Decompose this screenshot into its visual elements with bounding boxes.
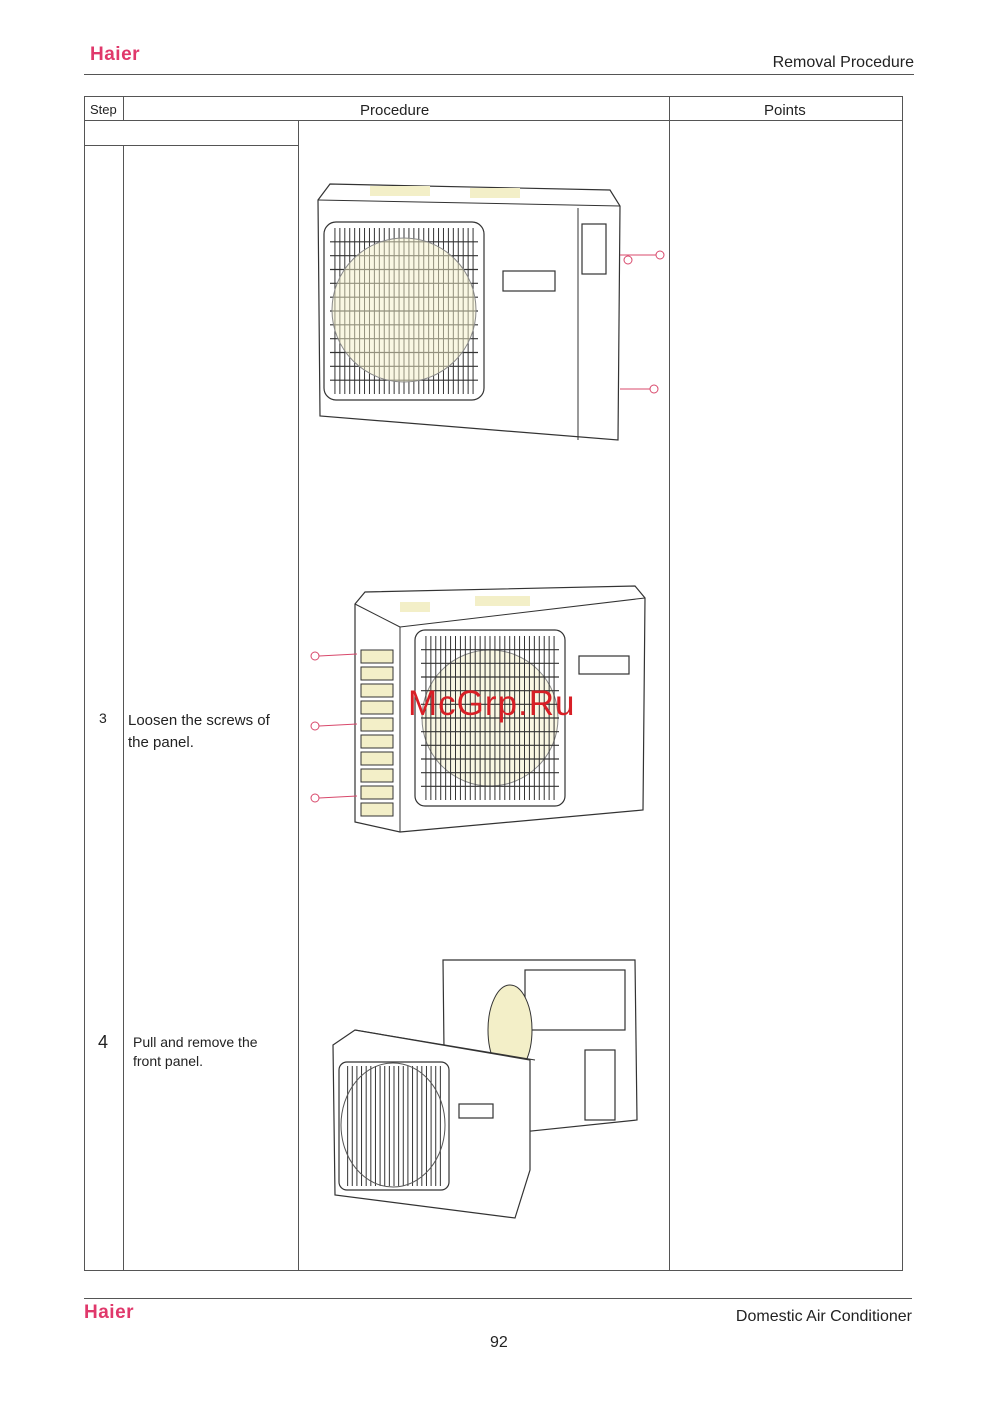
outdoor-unit-front-screws-figure: /*grid drawn below*/ — [317, 183, 665, 441]
step-text-4: Pull and remove the front panel. — [133, 1034, 258, 1069]
footer-title: Domestic Air Conditioner — [735, 1308, 912, 1325]
screw-icons — [310, 651, 358, 803]
header-procedure: Procedure — [360, 102, 430, 119]
outdoor-unit-side-screws-figure — [310, 585, 646, 833]
fan-grille — [421, 636, 559, 800]
page-number: 92 — [490, 1334, 508, 1351]
screw-icons — [620, 250, 665, 394]
section-title: Removal Procedure — [772, 54, 914, 71]
header-logo: Haier — [90, 44, 141, 65]
step-number-4: 4 — [98, 1032, 109, 1052]
step-number-3: 3 — [99, 710, 107, 726]
side-louvres — [360, 649, 394, 817]
step-text-3: Loosen the screws of the panel. — [128, 712, 270, 751]
header-step: Step — [90, 102, 117, 117]
header-rule — [84, 74, 914, 75]
fan-grille — [347, 1066, 441, 1186]
front-panel-removal-figure — [332, 959, 638, 1219]
watermark: McGrp.Ru — [408, 684, 576, 723]
footer-logo: Haier — [84, 1302, 135, 1323]
footer-rule — [84, 1298, 912, 1299]
header-points: Points — [764, 102, 806, 119]
